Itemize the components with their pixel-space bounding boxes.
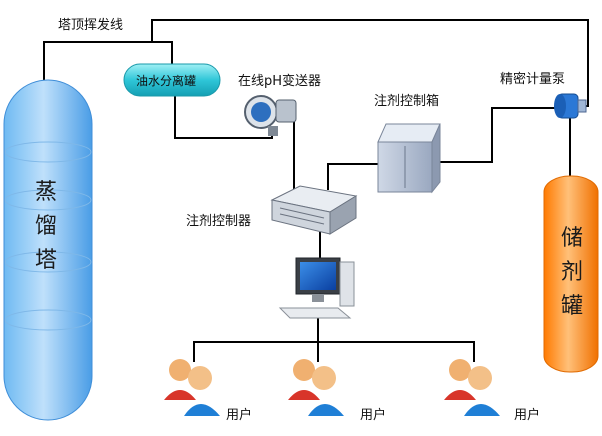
distillation-tower <box>3 79 93 421</box>
overhead-line-label: 塔顶挥发线 <box>58 18 124 33</box>
user-label-1: 用户 <box>226 408 253 423</box>
separator-label: 油水分离罐 <box>136 74 197 88</box>
storage-tank-label: 储 剂 罐 <box>552 222 592 324</box>
distillation-tower-label: 蒸 馏 塔 <box>26 176 66 278</box>
ph-transmitter-label: 在线pH变送器 <box>238 74 322 89</box>
injection-box-label: 注剂控制箱 <box>374 94 440 109</box>
user-bus-line <box>193 318 475 362</box>
storage-tank <box>543 175 599 373</box>
injection-controller-icon <box>270 185 358 235</box>
tank-char-3: 罐 <box>560 294 583 319</box>
ph-transmitter-icon <box>244 95 297 136</box>
metering-pump-label: 精密计量泵 <box>500 72 566 87</box>
user-icon-1 <box>164 359 220 416</box>
separator-tank <box>123 63 221 97</box>
overhead-line-pipe <box>43 19 589 107</box>
controller-to-box-line <box>327 163 388 190</box>
controller-label: 注剂控制器 <box>186 214 252 229</box>
separator-feed-pipe <box>152 41 173 66</box>
tank-char-1: 储 <box>560 226 583 251</box>
tank-char-2: 剂 <box>560 260 583 285</box>
tower-char-3: 塔 <box>34 248 57 273</box>
tower-char-1: 蒸 <box>34 180 57 205</box>
pc-workstation-icon <box>278 257 355 319</box>
injection-control-box-icon <box>377 123 441 194</box>
user-icon-2 <box>288 359 344 416</box>
tower-char-2: 馏 <box>34 214 57 239</box>
metering-pump-icon <box>554 93 587 119</box>
box-to-pump-line <box>434 107 560 163</box>
user-label-2: 用户 <box>360 408 387 423</box>
user-icon-3 <box>444 359 500 416</box>
user-label-3: 用户 <box>514 408 541 423</box>
connection-lines <box>43 19 589 362</box>
